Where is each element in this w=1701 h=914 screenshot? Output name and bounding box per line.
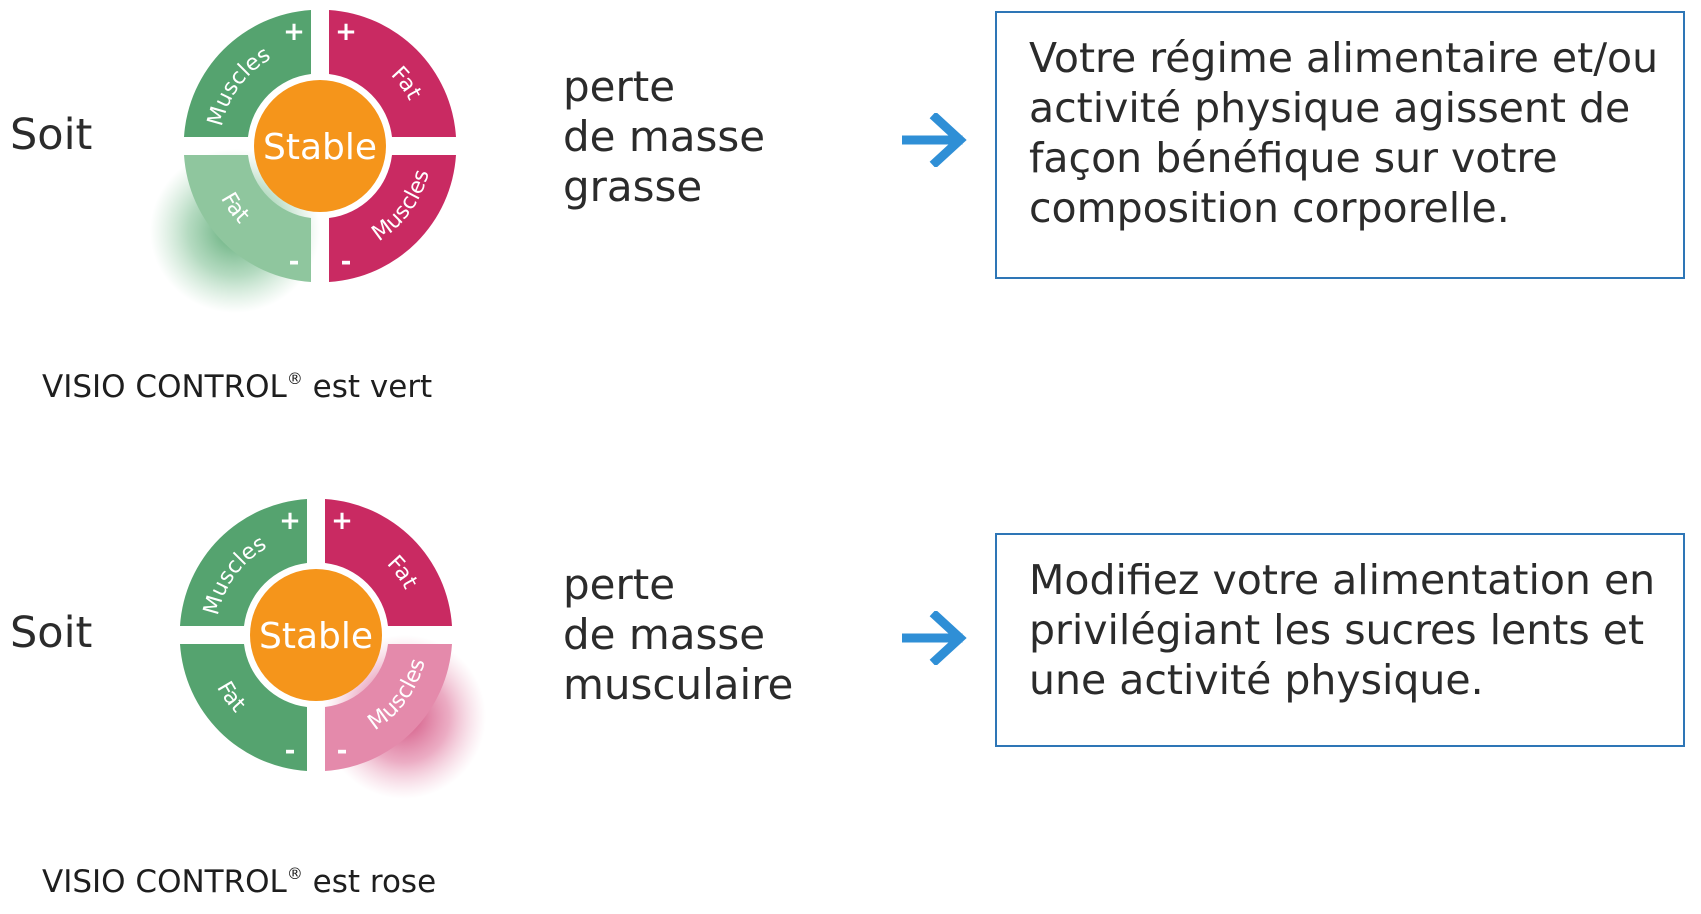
minus-sign: - xyxy=(341,247,352,277)
soit-label: Soit xyxy=(10,608,93,658)
plus-sign: + xyxy=(335,17,357,47)
center-disc xyxy=(254,80,386,212)
center-label: Stable xyxy=(259,616,373,657)
fat-plus-segment xyxy=(325,499,452,626)
plus-sign: + xyxy=(279,506,301,536)
row-green: Soit Stable Muscles Fat Muscles xyxy=(0,0,1701,440)
fat-minus-segment xyxy=(180,644,307,771)
fat-plus-segment xyxy=(329,10,456,137)
plus-sign: + xyxy=(283,17,305,47)
muscles-plus-segment xyxy=(180,499,307,626)
effect-text: perte de masse grasse xyxy=(563,62,766,211)
right-arrow-icon xyxy=(902,611,967,665)
visio-control-dial-icon: Stable Muscles Fat Muscles Fat + + - - xyxy=(150,10,456,313)
status-caption: VISIO CONTROL® est vert xyxy=(42,369,433,405)
center-label: Stable xyxy=(263,127,377,168)
visio-control-dial-icon: Stable Muscles Fat Muscles Fat + + - - xyxy=(180,499,486,799)
muscles-plus-segment xyxy=(184,10,311,137)
effect-text: perte de masse musculaire xyxy=(563,560,794,709)
advice-box: Votre régime alimentaire et/ou activité … xyxy=(995,11,1685,279)
advice-box: Modifiez votre alimentation en privilégi… xyxy=(995,533,1685,747)
muscles-minus-segment xyxy=(329,155,456,282)
minus-sign: - xyxy=(289,247,300,277)
soit-label: Soit xyxy=(10,110,93,160)
right-arrow-icon xyxy=(902,113,967,167)
fat-minus-segment xyxy=(184,155,311,282)
muscles-minus-segment xyxy=(325,644,452,771)
plus-sign: + xyxy=(331,506,353,536)
center-disc xyxy=(250,569,382,701)
minus-sign: - xyxy=(285,736,296,766)
minus-sign: - xyxy=(337,736,348,766)
status-caption: VISIO CONTROL® est rose xyxy=(42,864,437,900)
